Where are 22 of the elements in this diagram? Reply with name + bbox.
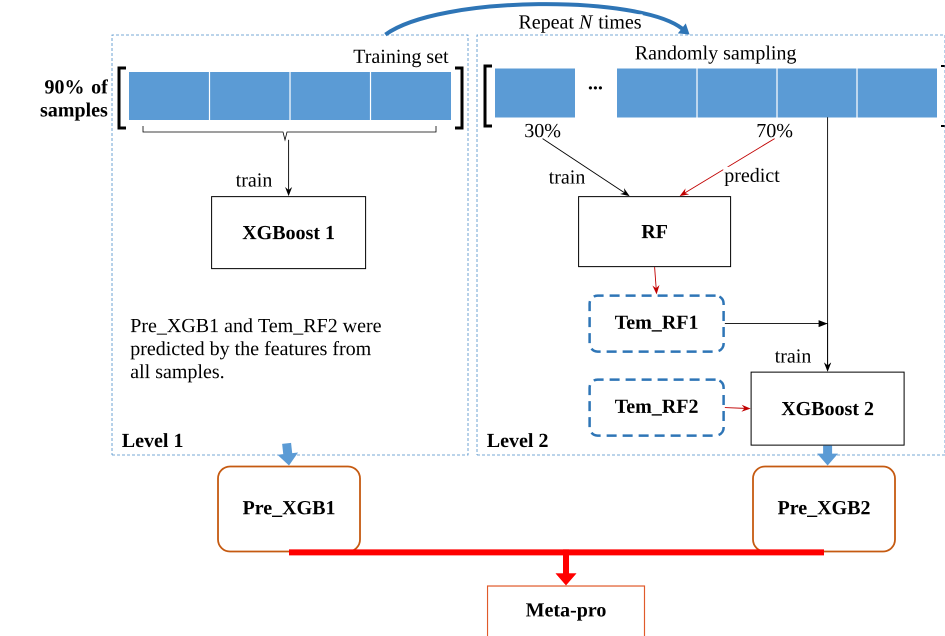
- node-label: ...: [588, 86, 602, 90]
- sample-bar: Randomly sampling ...: [495, 46, 937, 118]
- output-box: Meta-pro: [486, 585, 646, 636]
- percent-label: 70%: [758, 124, 792, 138]
- temporary-result-box: Tem_RF1: [588, 294, 725, 353]
- edge-label: Repeat N times: [517, 14, 643, 34]
- model-box: XGBoost 1: [211, 196, 366, 270]
- percent-label: 30%: [525, 124, 560, 138]
- note-text: Pre_XGB1 and Tem_RF2 were predicted by the features from all samples.: [130, 318, 381, 382]
- edge-label: predict: [723, 166, 781, 188]
- node-label: Randomly sampling: [635, 46, 796, 64]
- edge-label: train: [774, 348, 812, 364]
- edge-label: train: [234, 172, 274, 188]
- edge-label: train: [548, 169, 586, 185]
- prediction-box: Pre_XGB2: [752, 466, 896, 552]
- node-label: Training set: [354, 50, 448, 68]
- temporary-result-box: Tem_RF2: [588, 378, 725, 437]
- sample-bar: Training set: [129, 50, 451, 120]
- model-box: RF: [578, 196, 732, 268]
- prediction-box: Pre_XGB1: [217, 466, 361, 552]
- model-box: XGBoost 2: [750, 372, 905, 446]
- sample-label: 90% of samples: [40, 79, 108, 121]
